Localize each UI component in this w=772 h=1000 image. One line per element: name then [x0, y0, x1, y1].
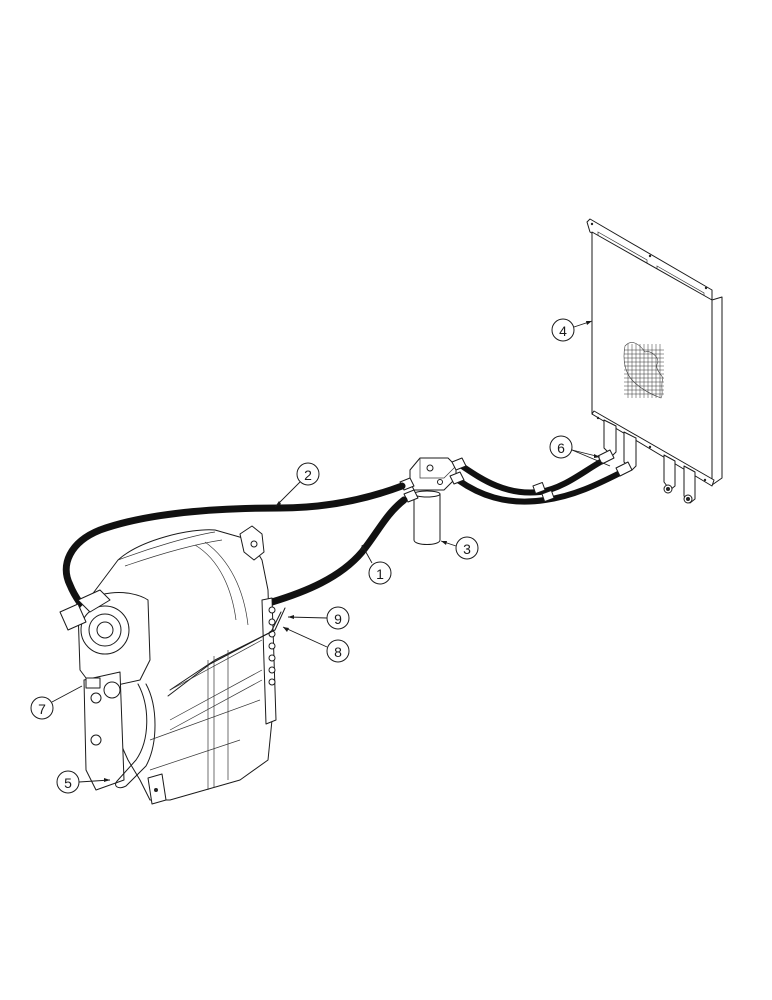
callout-8[interactable]: 8: [282, 626, 350, 663]
side-fittings: [268, 606, 276, 686]
cooler-mesh: [623, 342, 664, 399]
oil-filter: [399, 457, 467, 545]
svg-text:4: 4: [559, 323, 567, 339]
callout-4[interactable]: 4: [551, 318, 593, 342]
callouts: 1 2 3 4 5: [30, 318, 611, 794]
oil-cooler: [586, 218, 723, 504]
svg-text:5: 5: [64, 775, 72, 791]
callout-3[interactable]: 3: [440, 536, 479, 560]
callout-6[interactable]: 6: [549, 435, 611, 467]
transmission: [59, 525, 286, 805]
callout-9[interactable]: 9: [287, 606, 350, 630]
callout-7[interactable]: 7: [30, 685, 83, 720]
svg-text:9: 9: [334, 611, 342, 627]
callout-5[interactable]: 5: [56, 770, 111, 794]
svg-text:8: 8: [334, 644, 342, 660]
svg-text:7: 7: [38, 701, 46, 717]
svg-text:2: 2: [304, 467, 312, 483]
callout-1[interactable]: 1: [360, 544, 392, 585]
transmission-hoses: [62, 482, 408, 610]
callout-2[interactable]: 2: [274, 462, 320, 508]
svg-text:3: 3: [463, 541, 471, 557]
cooler-hoses: [455, 449, 633, 505]
svg-text:6: 6: [557, 440, 565, 456]
svg-text:1: 1: [376, 566, 384, 582]
